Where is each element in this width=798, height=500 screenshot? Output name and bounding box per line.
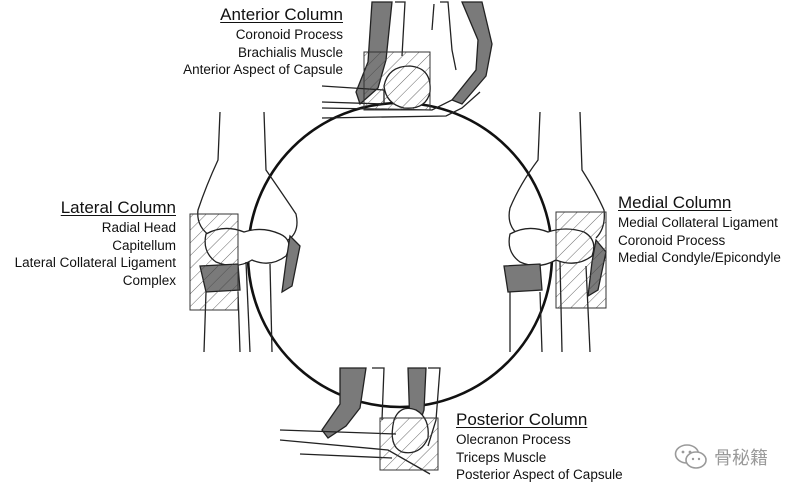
wechat-icon xyxy=(674,443,708,471)
posterior-item: Posterior Aspect of Capsule xyxy=(456,467,623,482)
posterior-hatch-box xyxy=(379,417,439,471)
medial-column-label: Medial Column Medial Collateral Ligament… xyxy=(618,192,781,267)
watermark-text: 骨秘籍 xyxy=(714,448,768,469)
anterior-column-title: Anterior Column xyxy=(220,5,343,24)
watermark: 骨秘籍 xyxy=(674,443,768,471)
lateral-column-label: Lateral Column Radial Head Capitellum La… xyxy=(15,197,176,289)
medial-hatch-box xyxy=(555,211,607,309)
anterior-elbow-illustration xyxy=(321,1,493,119)
posterior-column-title: Posterior Column xyxy=(456,410,588,429)
anterior-hatch-box xyxy=(363,51,431,111)
posterior-item: Olecranon Process xyxy=(456,432,571,447)
medial-elbow-illustration xyxy=(503,111,607,353)
lateral-item: Lateral Collateral Ligament xyxy=(14,255,176,270)
anterior-item: Anterior Aspect of Capsule xyxy=(183,62,343,77)
medial-item: Medial Collateral Ligament xyxy=(618,215,778,230)
posterior-column-label: Posterior Column Olecranon Process Trice… xyxy=(456,409,623,484)
posterior-elbow-illustration xyxy=(279,367,441,475)
lateral-elbow-illustration xyxy=(189,111,301,353)
lateral-item: Radial Head xyxy=(101,220,176,235)
lateral-column-title: Lateral Column xyxy=(60,198,176,217)
medial-item: Medial Condyle/Epicondyle xyxy=(618,250,781,265)
medial-column-title: Medial Column xyxy=(618,193,732,212)
lateral-item: Complex xyxy=(122,272,176,288)
anterior-item: Brachialis Muscle xyxy=(237,44,343,60)
medial-item: Coronoid Process xyxy=(618,232,726,248)
anterior-item: Coronoid Process xyxy=(235,27,343,42)
lateral-item: Capitellum xyxy=(112,237,176,253)
anterior-column-label: Anterior Column Coronoid Process Brachia… xyxy=(183,4,343,79)
lateral-hatch-box xyxy=(189,213,239,311)
posterior-item: Triceps Muscle xyxy=(456,449,547,465)
